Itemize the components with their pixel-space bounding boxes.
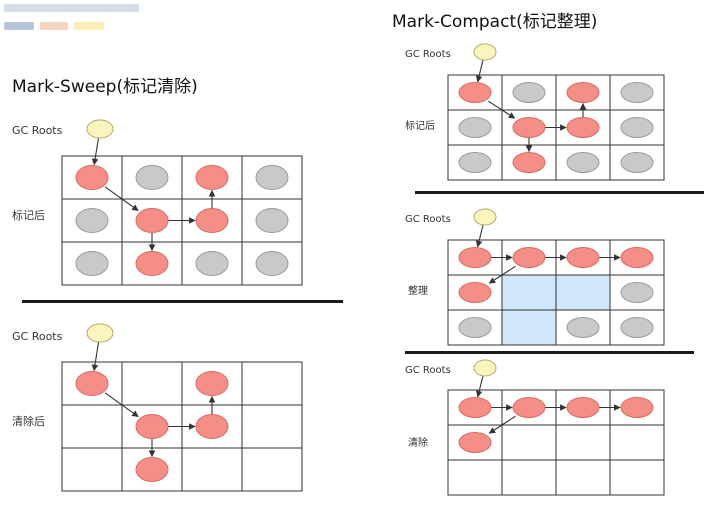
heap-cell [447, 459, 503, 496]
dead-object-node [620, 282, 654, 303]
gc-root-node [86, 323, 114, 343]
gc-root-node [473, 43, 497, 61]
heap-cell [241, 361, 303, 406]
heap-grid [61, 323, 303, 492]
mark-compact-title: Mark-Compact(标记整理) [392, 12, 598, 32]
reference-arrow [488, 265, 516, 284]
live-object-node [75, 371, 109, 396]
heap-cell [555, 459, 611, 496]
reference-arrow [475, 59, 484, 83]
reference-arrow [91, 137, 100, 166]
heap-cell [61, 447, 123, 492]
live-object-node [566, 82, 600, 103]
heap-grid [447, 208, 665, 346]
mark-sweep-title: Mark-Sweep(标记清除) [12, 77, 198, 97]
live-object-node [512, 397, 546, 418]
heap-cell [555, 424, 611, 461]
heap-cell [241, 447, 303, 492]
live-object-node [195, 165, 229, 190]
live-object-node [458, 432, 492, 453]
dead-object-node [512, 82, 546, 103]
dead-object-node [135, 165, 169, 190]
live-object-node [135, 457, 169, 482]
dead-object-node [620, 117, 654, 138]
live-object-node [512, 117, 546, 138]
live-object-node [566, 117, 600, 138]
live-object-node [458, 247, 492, 268]
free-cell [501, 274, 557, 311]
live-object-node [620, 397, 654, 418]
dead-object-node [620, 82, 654, 103]
live-object-node [135, 414, 169, 439]
row-label: 清除 [408, 438, 428, 449]
live-object-node [135, 251, 169, 276]
heap-cell [181, 447, 243, 492]
live-object-node [512, 152, 546, 173]
heap-cell [121, 361, 183, 406]
live-object-node [566, 247, 600, 268]
heap-cell [609, 424, 665, 461]
live-object-node [458, 282, 492, 303]
dead-object-node [255, 208, 289, 233]
gc-roots-label: GC Roots [12, 330, 63, 343]
dead-object-node [458, 117, 492, 138]
gc-roots-label: GC Roots [405, 49, 451, 60]
dead-object-node [566, 152, 600, 173]
blurred-header [0, 0, 150, 34]
reference-arrow [104, 392, 139, 418]
heap-cell [555, 144, 611, 181]
live-object-node [620, 247, 654, 268]
live-object-node [458, 397, 492, 418]
live-object-node [458, 82, 492, 103]
row-label: 标记后 [405, 121, 435, 132]
live-object-node [135, 208, 169, 233]
gc-roots-label: GC Roots [12, 124, 63, 137]
live-object-node [512, 247, 546, 268]
dead-object-node [195, 251, 229, 276]
reference-arrow [104, 186, 139, 212]
section-divider [405, 351, 694, 354]
heap-cell [61, 404, 123, 449]
free-cell [501, 309, 557, 346]
dead-object-node [566, 317, 600, 338]
reference-arrow [475, 375, 484, 398]
heap-cell [609, 459, 665, 496]
section-divider [22, 300, 343, 303]
dead-object-node [620, 152, 654, 173]
section-divider [415, 191, 704, 194]
dead-object-node [458, 317, 492, 338]
dead-object-node [458, 152, 492, 173]
gc-root-node [86, 119, 114, 139]
gc-root-node [473, 359, 497, 377]
live-object-node [195, 414, 229, 439]
free-cell [555, 274, 611, 311]
heap-grid [61, 119, 303, 286]
reference-arrow [475, 224, 484, 248]
heap-grid [447, 359, 665, 496]
reference-arrow [91, 341, 100, 372]
live-object-node [195, 371, 229, 396]
gc-root-node [473, 208, 497, 226]
reference-arrow [488, 100, 516, 119]
heap-cell [241, 404, 303, 449]
heap-grid [447, 43, 665, 181]
row-label: 清除后 [12, 415, 45, 428]
reference-arrow [488, 415, 516, 434]
gc-roots-label: GC Roots [405, 214, 451, 225]
gc-roots-label: GC Roots [405, 365, 451, 376]
live-object-node [566, 397, 600, 418]
row-label: 整理 [408, 286, 428, 297]
live-object-node [75, 165, 109, 190]
dead-object-node [620, 317, 654, 338]
heap-cell [501, 424, 557, 461]
dead-object-node [75, 251, 109, 276]
live-object-node [195, 208, 229, 233]
dead-object-node [75, 208, 109, 233]
dead-object-node [255, 251, 289, 276]
row-label: 标记后 [12, 209, 45, 222]
dead-object-node [255, 165, 289, 190]
heap-cell [501, 459, 557, 496]
